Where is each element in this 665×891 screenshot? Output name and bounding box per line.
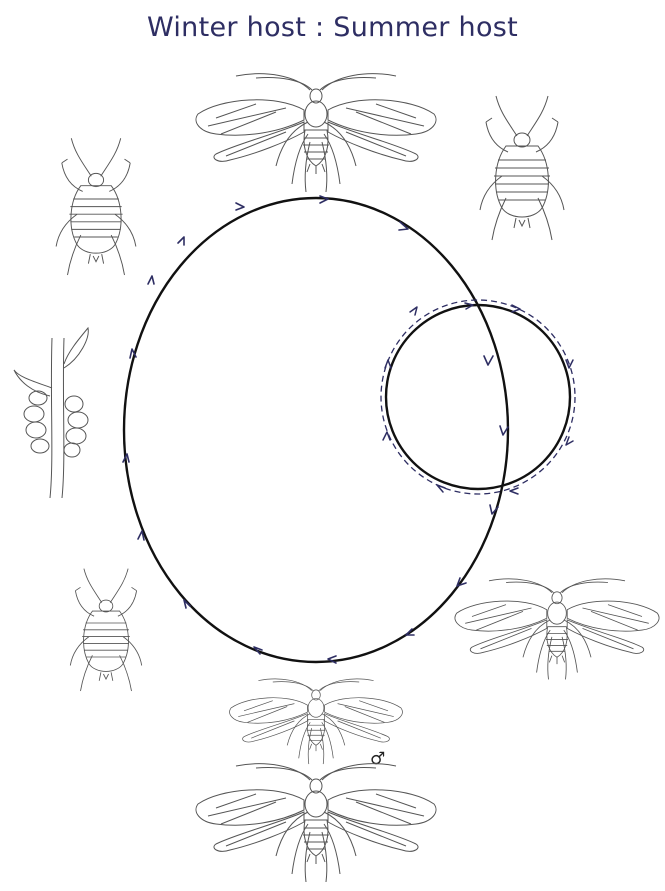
- eggs-on-twig: [14, 328, 88, 498]
- winged-aphid-right: [455, 579, 659, 680]
- summer-cycle-arrows: [383, 303, 573, 494]
- arrow-icon: [512, 305, 520, 312]
- arrow-icon: [510, 488, 518, 494]
- wingless-aphid-bottom-left: [70, 569, 141, 691]
- winged-aphid-top: [196, 74, 436, 192]
- summer-cycle-solid-loop: [386, 305, 570, 489]
- arrow-icon: [484, 356, 493, 365]
- arrow-icon: [138, 531, 144, 540]
- wingless-aphid-top-left: [56, 138, 136, 275]
- arrow-icon: [236, 203, 244, 210]
- arrow-icon: [566, 437, 573, 445]
- arrow-icon: [178, 237, 184, 245]
- arrow-icon: [383, 432, 390, 440]
- arrow-icon: [437, 485, 445, 492]
- male-symbol: ♂: [370, 749, 385, 769]
- arrow-icon: [410, 307, 417, 315]
- arrow-icon: [148, 276, 154, 284]
- arrow-icon: [385, 360, 391, 368]
- winged-aphid-bottom: [196, 764, 436, 882]
- main-cycle-loop: [124, 198, 508, 662]
- wingless-aphid-top-right: [480, 96, 564, 240]
- arrow-icon: [320, 196, 328, 203]
- summer-cycle-dashed-loop: [381, 300, 575, 494]
